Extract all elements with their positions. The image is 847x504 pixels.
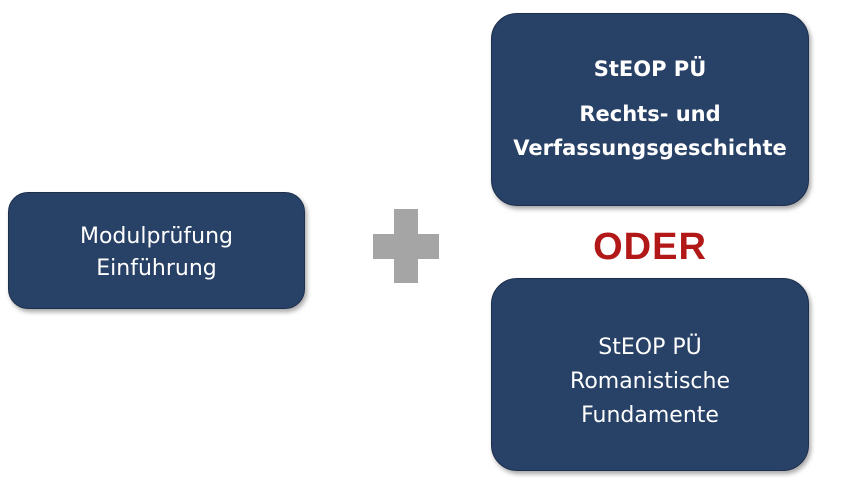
oder-label: ODER xyxy=(593,226,707,268)
romanistik-line2: Romanistische xyxy=(570,368,730,394)
modulpruefung-box: Modulprüfung Einführung xyxy=(8,192,305,309)
romanistik-box: StEOP PÜ Romanistische Fundamente xyxy=(491,278,809,471)
rechtsgeschichte-line1: StEOP PÜ xyxy=(593,57,707,81)
plus-icon-vertical-bar xyxy=(394,209,418,283)
modulpruefung-line1: Modulprüfung xyxy=(79,223,233,249)
rechtsgeschichte-box: StEOP PÜ Rechts- und Verfassungsgeschich… xyxy=(491,13,809,206)
rechtsgeschichte-line3: Verfassungsgeschichte xyxy=(513,136,787,160)
romanistik-line3: Fundamente xyxy=(581,402,719,428)
modulpruefung-line2: Einführung xyxy=(96,255,217,281)
plus-icon xyxy=(373,209,439,283)
rechtsgeschichte-line2: Rechts- und xyxy=(579,102,721,126)
romanistik-line1: StEOP PÜ xyxy=(598,334,702,360)
